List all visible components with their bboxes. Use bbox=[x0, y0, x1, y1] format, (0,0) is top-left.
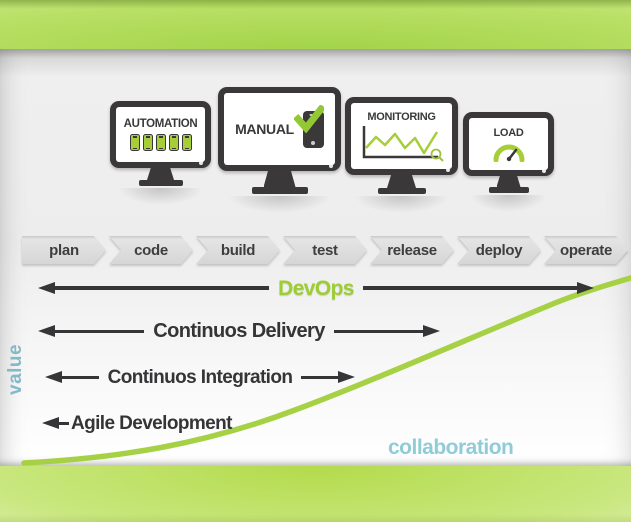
arrow-line bbox=[55, 329, 145, 333]
power-led-icon bbox=[542, 169, 546, 173]
phones-row-icon bbox=[129, 134, 192, 151]
agile-development-span-arrow: Agile Development bbox=[42, 412, 241, 434]
monitor-automation: AUTOMATION bbox=[100, 101, 221, 212]
monitor-label: AUTOMATION bbox=[123, 118, 198, 130]
stage-build: build bbox=[196, 236, 280, 264]
arrowhead-left-icon bbox=[38, 282, 55, 294]
arrow-line bbox=[333, 329, 423, 333]
gauge-icon bbox=[493, 144, 524, 162]
monitor-reflection bbox=[334, 196, 469, 220]
pipeline-ribbon: plan code build test release deploy oper… bbox=[22, 236, 628, 264]
arrow-line bbox=[362, 286, 578, 290]
monitor-stand-neck bbox=[496, 176, 521, 187]
arrowhead-left-icon bbox=[38, 325, 55, 337]
stage-release: release bbox=[370, 236, 454, 264]
continuous-delivery-label: Continuos Delivery bbox=[153, 320, 325, 342]
arrowhead-left-icon bbox=[42, 417, 59, 429]
checkmark-icon bbox=[293, 104, 324, 133]
monitor-screen: MANUAL bbox=[224, 93, 335, 165]
bottom-green-band bbox=[0, 466, 631, 522]
monitor-stand-base bbox=[488, 187, 529, 193]
power-led-icon bbox=[446, 168, 450, 172]
arrow-line bbox=[59, 421, 69, 425]
monitor-frame: LOAD bbox=[463, 112, 554, 176]
monitor-reflection bbox=[206, 196, 353, 220]
arrowhead-left-icon bbox=[45, 371, 62, 383]
arrow-line bbox=[301, 375, 338, 379]
continuous-integration-span-arrow: Continuos Integration bbox=[45, 366, 355, 388]
monitor-reflection bbox=[454, 195, 563, 219]
phone-check-icon bbox=[293, 104, 324, 148]
monitor-frame: MONITORING bbox=[345, 97, 458, 175]
power-led-icon bbox=[329, 164, 333, 168]
stage-code: code bbox=[109, 236, 193, 264]
devops-span-arrow: DevOps bbox=[38, 276, 595, 300]
monitor-stand-base bbox=[251, 187, 308, 194]
phone-icon bbox=[155, 134, 166, 151]
stage-plan: plan bbox=[22, 236, 106, 264]
collaboration-label: collaboration bbox=[388, 436, 514, 459]
stage-test: test bbox=[283, 236, 367, 264]
monitor-label: MANUAL bbox=[235, 121, 294, 137]
arrowhead-right-icon bbox=[338, 371, 355, 383]
monitor-screen: AUTOMATION bbox=[116, 107, 205, 162]
monitor-stand-neck bbox=[263, 171, 296, 187]
phone-icon bbox=[168, 134, 179, 151]
monitor-label: LOAD bbox=[493, 126, 524, 139]
stage-deploy: deploy bbox=[457, 236, 541, 264]
monitor-load: LOAD bbox=[454, 112, 563, 219]
monitor-monitoring: MONITORING bbox=[334, 97, 469, 220]
arrowhead-right-icon bbox=[577, 282, 595, 294]
monitor-stand-neck bbox=[387, 175, 416, 188]
monitor-frame: AUTOMATION bbox=[110, 101, 211, 168]
phone-icon bbox=[181, 134, 192, 151]
monitor-screen: LOAD bbox=[469, 118, 548, 170]
monitor-stand-base bbox=[377, 188, 426, 194]
arrow-line bbox=[55, 286, 270, 290]
stage-operate: operate bbox=[544, 236, 628, 264]
phone-icon bbox=[142, 134, 153, 151]
monitor-label: MONITORING bbox=[367, 110, 436, 123]
monitor-stand-base bbox=[138, 180, 183, 186]
arrow-line bbox=[62, 375, 99, 379]
value-axis-label: value bbox=[5, 343, 26, 395]
monitor-stand-neck bbox=[147, 168, 174, 180]
monitor-screen: MONITORING bbox=[351, 103, 452, 169]
continuous-integration-label: Continuos Integration bbox=[107, 366, 293, 388]
devops-label: DevOps bbox=[278, 276, 354, 300]
arrowhead-right-icon bbox=[423, 325, 440, 337]
power-led-icon bbox=[199, 161, 203, 165]
continuous-delivery-span-arrow: Continuos Delivery bbox=[38, 320, 440, 342]
monitor-frame: MANUAL bbox=[218, 87, 341, 171]
agile-development-label: Agile Development bbox=[71, 412, 232, 434]
line-chart-magnifier-icon bbox=[362, 125, 444, 162]
top-green-band bbox=[0, 0, 631, 49]
monitor-reflection bbox=[100, 188, 221, 212]
monitor-manual: MANUAL bbox=[206, 87, 353, 220]
phone-icon bbox=[129, 134, 140, 151]
